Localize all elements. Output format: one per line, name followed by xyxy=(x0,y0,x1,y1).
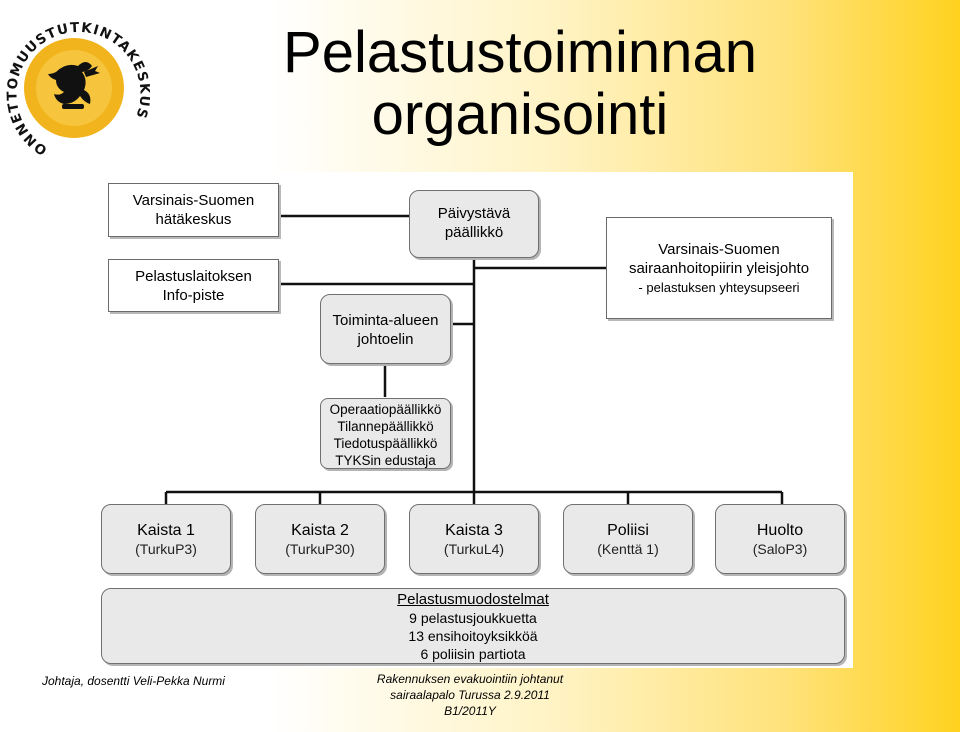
staff-roles-box: Operaatiopäällikkö Tilannepäällikkö Tied… xyxy=(320,398,451,469)
staff-role: Operaatiopäällikkö xyxy=(329,402,442,417)
area-command-box: Toiminta-alueen johtoelin xyxy=(320,294,451,364)
lane-box-2: Kaista 2 (TurkuP30) xyxy=(255,504,385,574)
units-item: 6 poliisin partiota xyxy=(420,646,526,662)
lane-name: Kaista 1 xyxy=(137,522,195,539)
staff-role: Tiedotuspäällikkö xyxy=(333,436,438,451)
footer-source-line1: Rakennuksen evakuointiin johtanut xyxy=(376,672,564,686)
staff-role: Tilannepäällikkö xyxy=(337,419,434,434)
lane-code: (TurkuP30) xyxy=(285,541,355,557)
lane-name: Huolto xyxy=(756,522,804,539)
staff-role: TYKSin edustaja xyxy=(335,453,436,468)
info-point-line1: Pelastuslaitoksen xyxy=(135,268,252,285)
hospital-district-line3: - pelastuksen yhteysupseeri xyxy=(638,280,800,295)
duty-chief-box: Päivystävä päällikkö xyxy=(409,190,539,258)
lane-box-1: Kaista 1 (TurkuP3) xyxy=(101,504,231,574)
lane-code: (SaloP3) xyxy=(752,541,808,557)
units-item: 13 ensihoitoyksikköä xyxy=(408,628,538,644)
lane-box-5: Huolto (SaloP3) xyxy=(715,504,845,574)
info-point-box: Pelastuslaitoksen Info-piste xyxy=(108,259,279,312)
slide-title: Pelastustoiminnan organisointi xyxy=(250,22,790,146)
footer-source: Rakennuksen evakuointiin johtanut sairaa… xyxy=(370,671,570,719)
hospital-district-line2: sairaanhoitopiirin yleisjohto xyxy=(628,260,810,277)
emergency-centre-line2: hätäkeskus xyxy=(155,211,232,228)
footer-author: Johtaja, dosentti Veli-Pekka Nurmi xyxy=(42,674,225,688)
units-heading: Pelastusmuodostelmat xyxy=(397,591,549,608)
lane-box-3: Kaista 3 (TurkuL4) xyxy=(409,504,539,574)
hospital-district-line1: Varsinais-Suomen xyxy=(658,241,780,258)
emergency-centre-box: Varsinais-Suomen hätäkeskus xyxy=(108,183,279,237)
lane-box-4: Poliisi (Kenttä 1) xyxy=(563,504,693,574)
lane-code: (TurkuL4) xyxy=(443,541,505,557)
footer-source-line2: sairaalapalo Turussa 2.9.2011 xyxy=(390,688,550,702)
units-item: 9 pelastusjoukkuetta xyxy=(409,610,537,626)
lion-coat-of-arms-icon xyxy=(48,62,100,109)
lane-name: Kaista 3 xyxy=(445,522,503,539)
units-box: Pelastusmuodostelmat 9 pelastusjoukkuett… xyxy=(101,588,845,664)
lane-name: Kaista 2 xyxy=(291,522,349,539)
connector-lines xyxy=(164,214,784,504)
title-line-2: organisointi xyxy=(371,82,669,147)
hospital-district-box: Varsinais-Suomen sairaanhoitopiirin ylei… xyxy=(606,217,832,319)
duty-chief-line2: päällikkö xyxy=(444,224,504,241)
title-line-1: Pelastustoiminnan xyxy=(283,20,757,85)
agency-logo: ONNETTOMUUSTUTKINTAKESKUS xyxy=(0,0,151,165)
duty-chief-line1: Päivystävä xyxy=(437,205,511,222)
lane-code: (Kenttä 1) xyxy=(597,541,659,557)
area-command-line2: johtoelin xyxy=(357,331,414,348)
org-chart: Varsinais-Suomen hätäkeskus Pelastuslait… xyxy=(93,172,853,668)
lane-name: Poliisi xyxy=(607,522,649,539)
footer-source-line3: B1/2011Y xyxy=(444,704,496,718)
info-point-line2: Info-piste xyxy=(162,287,225,304)
lane-code: (TurkuP3) xyxy=(135,541,197,557)
emergency-centre-line1: Varsinais-Suomen xyxy=(132,192,255,209)
area-command-line1: Toiminta-alueen xyxy=(332,312,439,329)
